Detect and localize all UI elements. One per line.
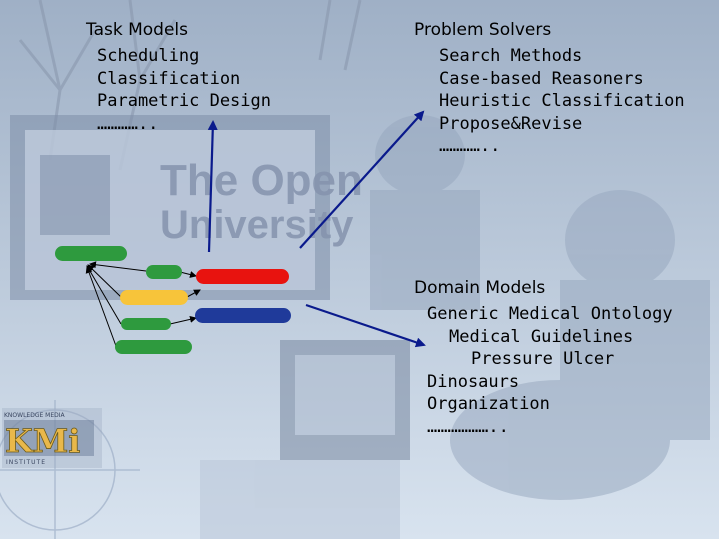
arrow-to-domain-models bbox=[305, 303, 426, 348]
connector-arrow bbox=[87, 264, 122, 298]
task-models-list: Scheduling Classification Parametric Des… bbox=[97, 45, 271, 135]
problem-solvers-list: Search Methods Case-based Reasoners Heur… bbox=[439, 45, 685, 158]
green-bar-bottom bbox=[115, 340, 192, 354]
problem-solvers-heading: Problem Solvers bbox=[414, 20, 552, 40]
red-bar bbox=[196, 269, 289, 284]
domain-models-item: Generic Medical Ontology bbox=[427, 304, 673, 324]
domain-models-list: Generic Medical Ontology Medical Guideli… bbox=[427, 303, 673, 438]
logo-top-text: KNOWLEDGE MEDIA bbox=[4, 412, 66, 419]
connector-arrow bbox=[169, 315, 197, 325]
monitor-silhouette bbox=[200, 340, 410, 539]
connector-arrow bbox=[86, 265, 122, 325]
blue-bar bbox=[195, 308, 291, 323]
domain-models-item: Medical Guidelines bbox=[449, 326, 634, 347]
green-bar-middle bbox=[121, 318, 171, 330]
logo-text: KMi bbox=[5, 422, 80, 460]
domain-models-item: Organization bbox=[427, 394, 550, 414]
problem-solvers-item: ………….. bbox=[439, 136, 501, 156]
domain-models-heading: Domain Models bbox=[414, 278, 546, 298]
task-models-heading: Task Models bbox=[86, 20, 188, 40]
green-bar-small bbox=[146, 265, 182, 279]
yellow-bar bbox=[120, 290, 188, 305]
problem-solvers-item: Propose&Revise bbox=[439, 113, 583, 134]
task-models-item: Parametric Design bbox=[97, 91, 271, 111]
connector-arrow bbox=[186, 289, 201, 298]
problem-solvers-item: Case-based Reasoners bbox=[439, 68, 644, 89]
domain-models-item: Dinosaurs bbox=[427, 371, 520, 392]
problem-solvers-item: Heuristic Classification bbox=[439, 91, 685, 111]
task-models-item: ………….. bbox=[97, 113, 159, 134]
people-silhouettes bbox=[370, 115, 710, 500]
connector-arrow bbox=[89, 261, 147, 272]
sign-text-line-1: The Open bbox=[160, 156, 363, 205]
kmi-logo: KNOWLEDGE MEDIA KMi INSTITUTE bbox=[2, 408, 102, 468]
connector-arrow bbox=[85, 266, 117, 347]
domain-models-item: ……………….. bbox=[427, 416, 509, 437]
green-bar-top bbox=[55, 246, 127, 261]
logo-bottom-text: INSTITUTE bbox=[6, 459, 46, 466]
task-models-item: Classification bbox=[97, 68, 241, 89]
domain-models-item: Pressure Ulcer bbox=[471, 349, 615, 369]
task-models-item: Scheduling bbox=[97, 46, 200, 66]
arrow-to-problem-solvers bbox=[299, 110, 425, 249]
problem-solvers-item: Search Methods bbox=[439, 46, 583, 66]
connector-arrow bbox=[179, 271, 197, 278]
arrow-to-task-models bbox=[207, 120, 218, 253]
